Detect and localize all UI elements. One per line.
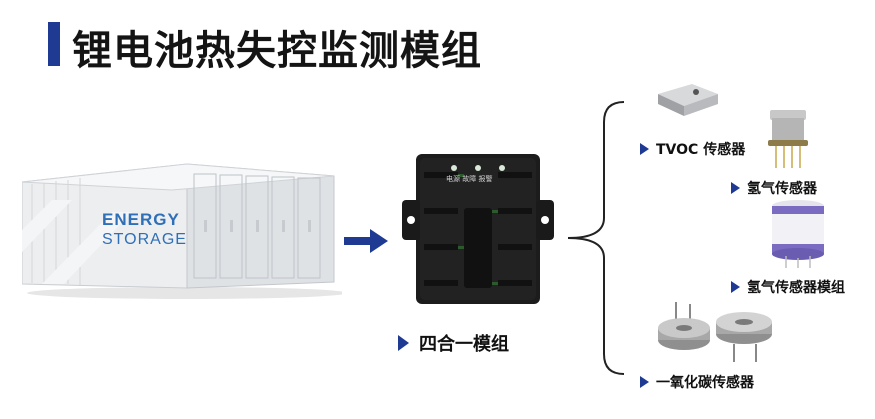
four-in-one-module-image: 电源 故障 报警 — [402, 148, 554, 308]
page-title: 锂电池热失控监测模组 — [72, 28, 482, 74]
hydrogen-sensor-module-icon — [768, 196, 828, 270]
triangle-bullet-icon — [731, 182, 740, 194]
sensor-label-co: 一氧化碳传感器 — [656, 375, 754, 391]
co-sensor-icon — [652, 300, 778, 364]
container-brand-line2: STORAGE — [102, 231, 187, 248]
sensor-label-hydrogen: 氢气传感器 — [747, 181, 817, 197]
triangle-bullet-icon — [640, 143, 649, 155]
triangle-bullet-icon — [640, 376, 649, 388]
container-brand-line1: ENERGY — [102, 210, 180, 229]
title-accent-bar — [48, 22, 60, 66]
sensor-label-row-co: 一氧化碳传感器 — [640, 372, 754, 392]
sensor-label-row-hydrogen: 氢气传感器 — [731, 178, 817, 198]
module-label: 四合一模组 — [419, 334, 509, 355]
module-label-row: 四合一模组 — [398, 330, 509, 356]
module-indicator-text: 电源 故障 报警 — [446, 175, 493, 183]
sensor-label-row-tvoc: TVOC 传感器 — [640, 139, 745, 159]
flow-arrow-icon — [344, 229, 388, 253]
sensor-label-row-hydrogen-module: 氢气传感器模组 — [731, 277, 845, 297]
sensor-label-tvoc: TVOC 传感器 — [656, 142, 746, 158]
sensor-bracket — [566, 100, 626, 376]
triangle-bullet-icon — [731, 281, 740, 293]
energy-storage-container-image: ENERGY STORAGE — [21, 160, 347, 300]
triangle-bullet-icon — [398, 335, 409, 351]
sensor-label-hydrogen-module: 氢气传感器模组 — [747, 280, 845, 296]
tvoc-sensor-icon — [652, 76, 722, 120]
hydrogen-sensor-icon — [764, 106, 812, 170]
